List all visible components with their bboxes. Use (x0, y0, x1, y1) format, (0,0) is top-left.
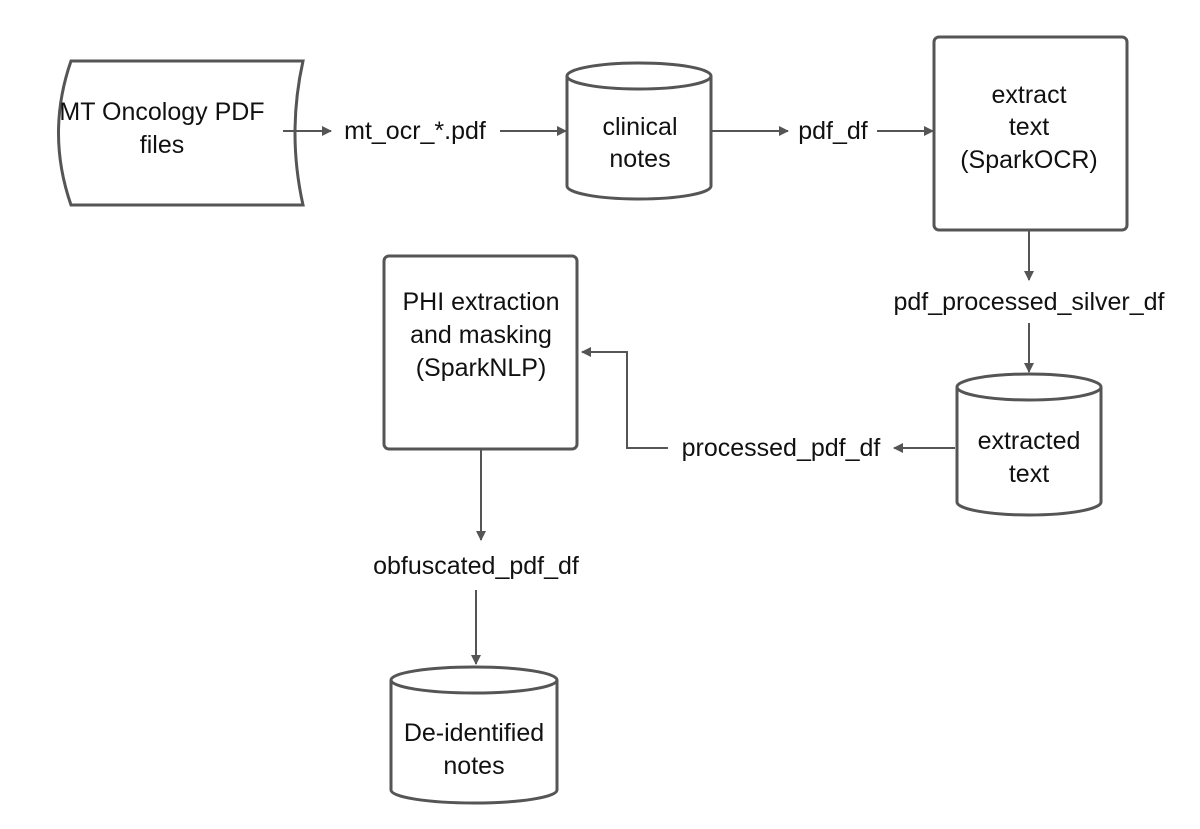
node-deidentified-notes: De-identified notes (389, 665, 559, 805)
edge-clinical-notes-to-extract-text: pdf_df (712, 117, 934, 145)
edge-label-mt-ocr-pdf: mt_ocr_*.pdf (344, 117, 486, 145)
node-phi-masking-line-2: and masking (410, 321, 552, 349)
node-clinical-notes-line-2: notes (609, 145, 670, 173)
node-phi-masking: PHI extraction and masking (SparkNLP) (382, 254, 579, 451)
node-extract-text-line-1: extract (991, 81, 1066, 109)
edge-arrow-4b (581, 347, 668, 449)
node-deidentified-notes-line-1: De-identified (404, 719, 544, 747)
node-phi-masking-line-3: (SparkNLP) (416, 354, 547, 382)
node-deidentified-notes-line-2: notes (443, 752, 504, 780)
node-extracted-text: extracted text (955, 372, 1103, 517)
node-clinical-notes: clinical notes (565, 61, 713, 201)
edge-label-processed-pdf-df: processed_pdf_df (682, 434, 881, 462)
node-clinical-notes-line-1: clinical (602, 113, 677, 141)
edge-label-obfuscated-pdf-df: obfuscated_pdf_df (373, 552, 579, 580)
edge-extracted-text-to-phi-masking: processed_pdf_df (581, 347, 955, 462)
node-source-files-line-1: MT Oncology PDF (59, 98, 264, 126)
node-extract-text-line-3: (SparkOCR) (960, 146, 1098, 174)
edge-label-pdf-processed-silver-df: pdf_processed_silver_df (894, 288, 1165, 316)
edge-phi-masking-to-deidentified-notes: obfuscated_pdf_df (373, 450, 579, 665)
node-extract-text-line-2: text (1009, 113, 1049, 141)
node-extract-text: extract text (SparkOCR) (932, 35, 1129, 232)
edge-label-pdf-df: pdf_df (798, 117, 868, 145)
node-source-files-line-2: files (140, 131, 184, 159)
node-extracted-text-line-2: text (1009, 460, 1049, 488)
node-source-files: MT Oncology PDF files (57, 59, 305, 207)
node-extracted-text-line-1: extracted (978, 427, 1081, 455)
edge-source-to-clinical-notes: mt_ocr_*.pdf (283, 117, 567, 145)
edge-extract-text-to-extracted-text: pdf_processed_silver_df (894, 231, 1165, 373)
node-phi-masking-line-1: PHI extraction (402, 288, 559, 316)
